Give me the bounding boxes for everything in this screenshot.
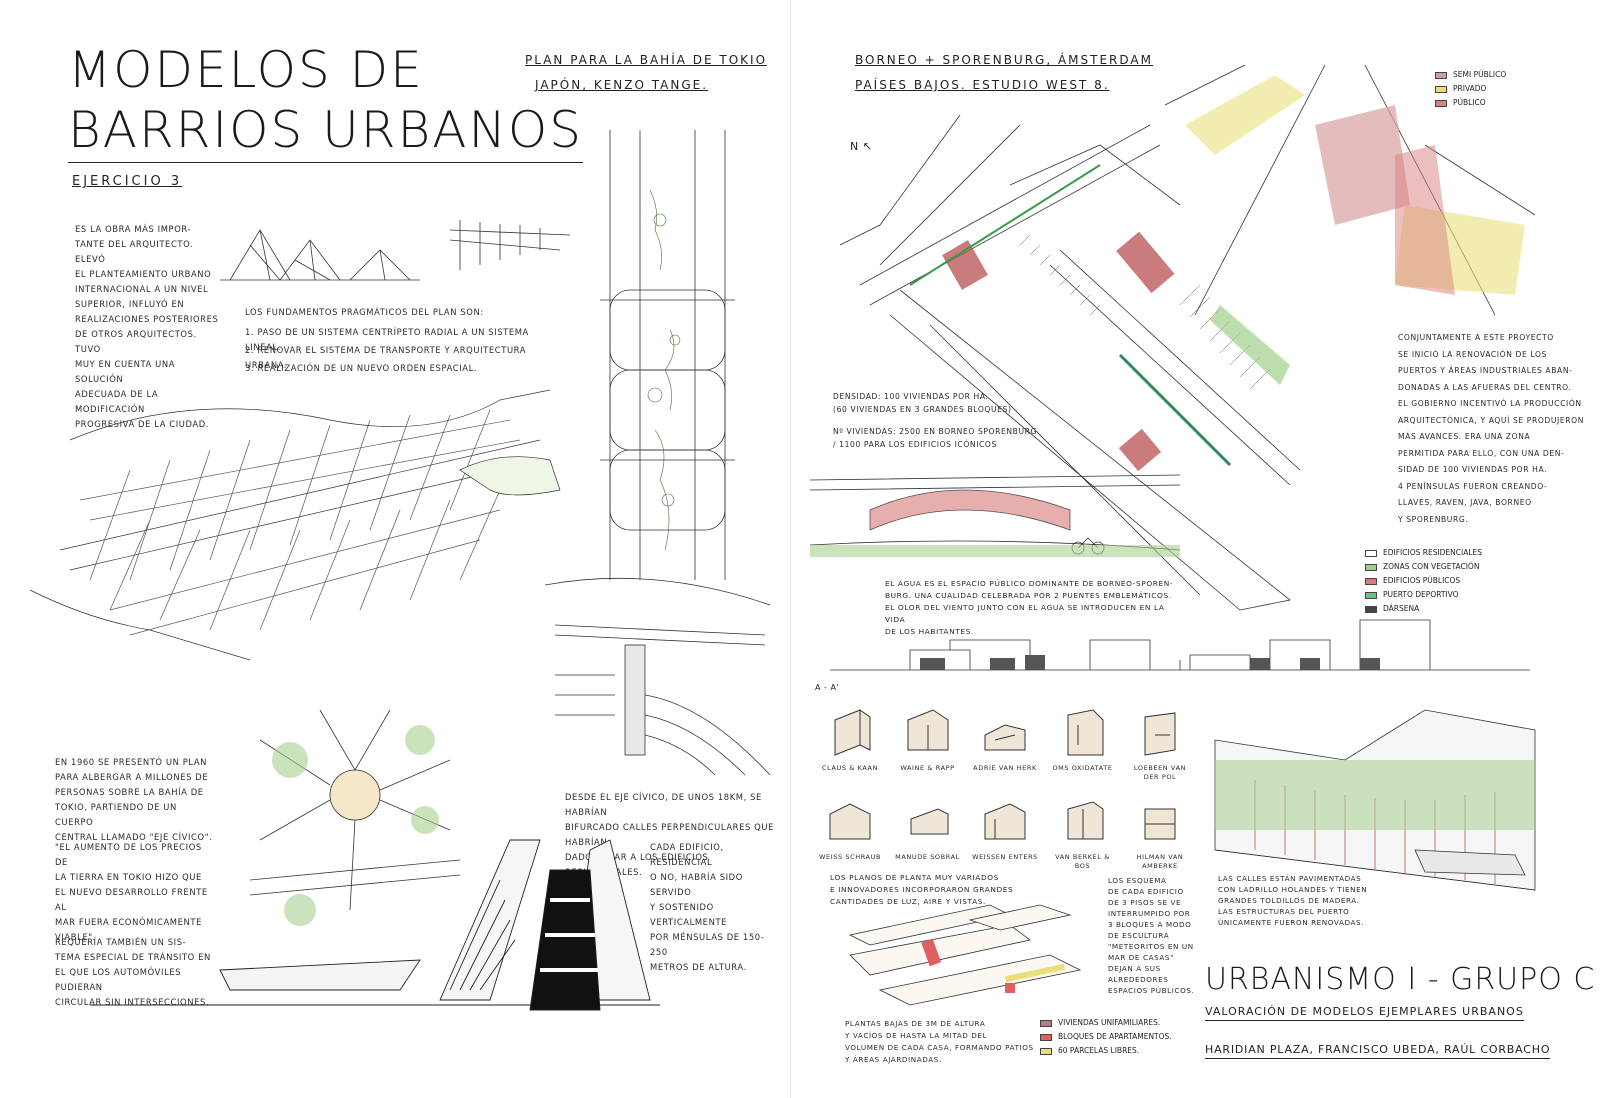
building-type: ADRIE VAN HERK (970, 705, 1040, 782)
building-type-icon (1144, 808, 1176, 840)
legend-bottom-item: VIVIENDAS UNIFAMILIARES. (1040, 1016, 1172, 1030)
eje-civico-plan (600, 130, 735, 580)
swatch-apartamentos (1040, 1033, 1052, 1041)
legend-top: SEMI PÚBLICO PRIVADO PÚBLICO (1435, 68, 1506, 110)
swatch-unifamiliares (1040, 1019, 1052, 1027)
course-title: URBANISMO I - GRUPO C (1205, 962, 1596, 997)
fundamentos-item-2: 2. RENOVAR EL SISTEMA DE TRANSPORTE Y AR… (245, 345, 527, 370)
exercise-label: EJERCICIO 3 (72, 174, 183, 189)
densidad-paragraph: DENSIDAD: 100 VIVIENDAS POR HA. (60 VIVI… (833, 392, 1012, 414)
building-types-row: WEISS SCHRAUB MANUDE SOBRAL WEISSEN ENTE… (815, 794, 1195, 871)
plan-1960-paragraph: EN 1960 SE PRESENTÓ UN PLAN PARA ALBERGA… (55, 757, 213, 842)
legend-bottom: VIVIENDAS UNIFAMILIARES. BLOQUES DE APAR… (1040, 1016, 1172, 1058)
tokio-header-line1: PLAN PARA LA BAHÍA DE TOKIO (525, 53, 768, 67)
fundamentos-item-3: 3. REALIZACIÓN DE UN NUEVO ORDEN ESPACIA… (245, 363, 478, 373)
transito-paragraph: REQUERÍA TAMBIÉN UN SIS- TEMA ESPECIAL D… (55, 937, 211, 1007)
borneo-axonometric-sketch (848, 904, 1082, 1006)
building-type: LOEBEEN VAN DER POL (1125, 705, 1195, 782)
building-type: WAINE & RAPP (893, 705, 963, 782)
building-type: MANUDE SOBRAL (893, 794, 963, 871)
viviendas-paragraph: Nº VIVIENDAS: 2500 EN BORNEO SPORENBURG … (833, 427, 1038, 449)
swatch-vegetacion (1365, 563, 1377, 571)
legend-mid-item: DÁRSENA (1365, 602, 1482, 616)
north-label: N (850, 140, 859, 153)
authors: HARIDIAN PLAZA, FRANCISCO UBEDA, RAÚL CO… (1205, 1043, 1551, 1059)
street-perspective-sketch (1214, 709, 1536, 891)
building-type-icon (1067, 709, 1103, 756)
radial-urban-sketch (249, 709, 461, 926)
legend-mid: EDIFICIOS RESIDENCIALES ZONAS CON VEGETA… (1365, 546, 1482, 616)
swatch-semi-publico (1435, 71, 1447, 79)
planta-paragraph: LOS PLANOS DE PLANTA MUY VARIADOS E INNO… (830, 873, 1014, 906)
swatch-residencial (1365, 549, 1377, 557)
esquema-paragraph: LOS ESQUEMA DE CADA EDIFICIO DE 3 PISOS … (1108, 876, 1195, 995)
swatch-edificios-publicos (1365, 577, 1377, 585)
building-type-icon (910, 808, 948, 835)
swatch-darsena (1365, 605, 1377, 613)
building-type: HILMAN VAN AMBERKE (1125, 794, 1195, 871)
tokio-header-line2: JAPÓN, KENZO TANGE. (535, 78, 709, 92)
intro-paragraph: ES LA OBRA MÁS IMPOR- TANTE DEL ARQUITEC… (75, 224, 219, 429)
legend-top-item: PRIVADO (1435, 82, 1506, 96)
renovacion-paragraph: CONJUNTAMENTE A ESTE PROYECTO SE INICIÓ … (1398, 333, 1584, 524)
borneo-header-line1: BORNEO + SPORENBURG, ÁMSTERDAM (855, 53, 1153, 67)
building-types-grid: CLAUS & KAAN WAINE & RAPP ADRIE VAN HERK… (815, 705, 1195, 871)
building-type: CLAUS & KAAN (815, 705, 885, 782)
bridge-sketch (809, 474, 1181, 557)
building-type-icon (829, 803, 871, 840)
calles-paragraph: LAS CALLES ESTÁN PAVIMENTADAS CON LADRIL… (1218, 874, 1368, 927)
precios-paragraph: "EL AUMENTO DE LOS PRECIOS DE LA TIERRA … (55, 842, 208, 942)
building-type: WEISSEN ENTERS (970, 794, 1040, 871)
building-type: VAN BERKEL & BOS (1048, 794, 1118, 871)
board-title-line2: BARRIOS URBANOS (68, 100, 583, 163)
swatch-publico (1435, 99, 1447, 107)
tokio-axonometric-plan (29, 389, 561, 661)
building-type-icon (984, 724, 1026, 751)
building-type-icon (907, 709, 948, 751)
legend-mid-item: EDIFICIOS RESIDENCIALES (1365, 546, 1482, 560)
borneo-header-line2: PAÍSES BAJOS. ESTUDIO WEST 8. (855, 78, 1110, 92)
legend-mid-item: ZONAS CON VEGETACIÓN (1365, 560, 1482, 574)
section-a-a-drawing (830, 619, 1530, 671)
swatch-puerto-deportivo (1365, 591, 1377, 599)
board-title-line1: MODELOS DE (68, 41, 424, 99)
building-type-icon (834, 709, 871, 756)
swatch-privado (1435, 85, 1447, 93)
legend-bottom-item: 60 PARCELAS LIBRES. (1040, 1044, 1172, 1058)
building-type-icon (1144, 712, 1176, 756)
swatch-parcelas (1040, 1047, 1052, 1055)
legend-mid-item: PUERTO DEPORTIVO (1365, 588, 1482, 602)
building-types-row: CLAUS & KAAN WAINE & RAPP ADRIE VAN HERK… (815, 705, 1195, 782)
highway-interchange-sketch (544, 577, 771, 776)
course-subtitle: VALORACIÓN DE MODELOS EJEMPLARES URBANOS (1205, 1005, 1524, 1021)
megastructure-sketch (90, 839, 660, 1011)
legend-bottom-item: BLOQUES DE APARTAMENTOS. (1040, 1030, 1172, 1044)
legend-top-item: SEMI PÚBLICO (1435, 68, 1506, 82)
building-type: WEISS SCHRAUB (815, 794, 885, 871)
building-type-icon (984, 803, 1026, 840)
building-type-icon (1067, 801, 1103, 840)
tent-structures-sketch (220, 220, 571, 281)
agua-paragraph: EL AGUA ES EL ESPACIO PÚBLICO DOMINANTE … (885, 579, 1174, 636)
legend-top-item: PÚBLICO (1435, 96, 1506, 110)
borneo-zoom-plan (1164, 64, 1536, 316)
page-fold (790, 0, 791, 1098)
building-type: OMS OXIDATATE (1048, 705, 1118, 782)
plantas-bajas-paragraph: PLANTAS BAJAS DE 3M DE ALTURA Y VACÍOS D… (845, 1019, 1034, 1064)
north-arrow: N ↑ (850, 138, 876, 154)
edificio-paragraph: CADA EDIFICIO, RESIDENCIAL O NO, HABRÍA … (650, 842, 765, 972)
section-label: A - A' (815, 683, 840, 692)
fundamentos-item-1: 1. PASO DE UN SISTEMA CENTRÍPETO RADIAL … (245, 327, 529, 352)
legend-mid-item: EDIFICIOS PÚBLICOS (1365, 574, 1482, 588)
fundamentos-title: LOS FUNDAMENTOS PRAGMÁTICOS DEL PLAN SON… (245, 307, 484, 317)
